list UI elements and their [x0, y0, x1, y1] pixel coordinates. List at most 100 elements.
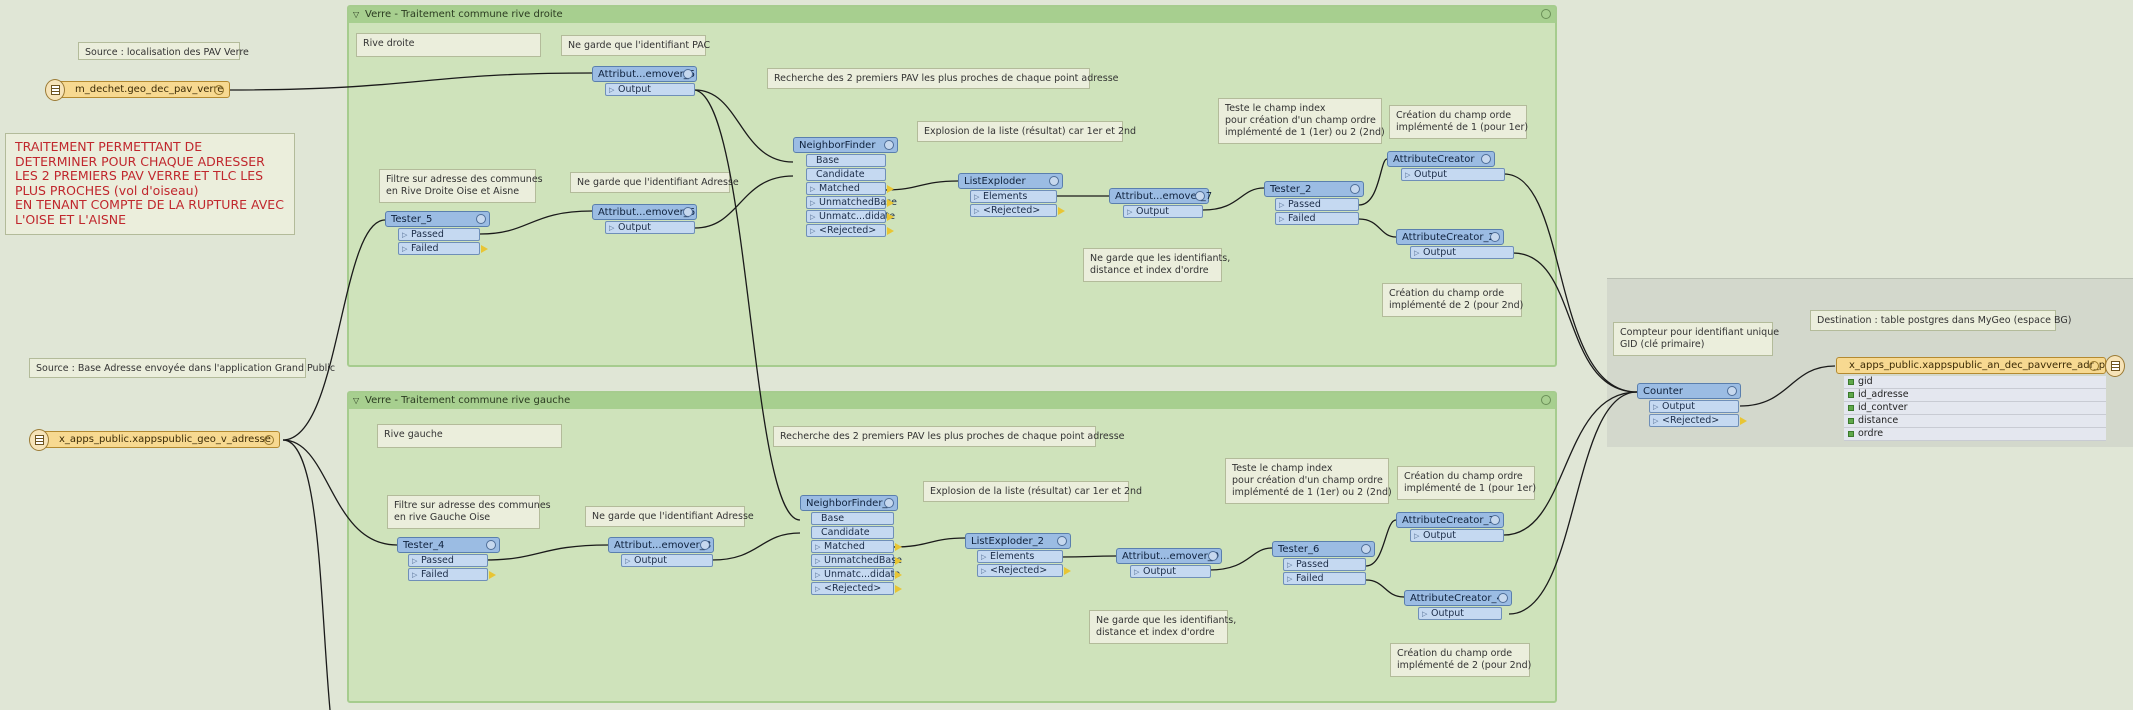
- gear-icon[interactable]: [264, 435, 274, 445]
- port-unmatched-base[interactable]: ▷UnmatchedBase: [811, 554, 902, 567]
- annotation-ordre1-gauche[interactable]: Création du champ ordre implémenté de 1 …: [1397, 466, 1536, 500]
- port-output[interactable]: ▷Output: [1130, 565, 1211, 578]
- annotation-compteur[interactable]: Compteur pour identifiant unique GID (cl…: [1613, 322, 1779, 356]
- transformer-header[interactable]: AttributeCreator: [1387, 151, 1495, 167]
- bookmark-header[interactable]: ▽Verre - Traitement commune rive gauche: [349, 393, 1555, 409]
- transformer-attributecreator-4[interactable]: AttributeCreator_4 ▷Output: [1404, 590, 1512, 620]
- annotation-recherche-gauche[interactable]: Recherche des 2 premiers PAV les plus pr…: [773, 426, 1125, 447]
- gear-icon[interactable]: [1490, 515, 1500, 525]
- annotation-main[interactable]: TRAITEMENT PERMETTANT DE DETERMINER POUR…: [5, 133, 295, 235]
- annotation-filtre-droite[interactable]: Filtre sur adresse des communes en Rive …: [379, 169, 543, 203]
- feature-type-header[interactable]: m_dechet.geo_dec_pav_verre: [45, 79, 230, 101]
- port-output[interactable]: ▷Output: [1418, 607, 1502, 620]
- gear-icon[interactable]: [884, 140, 894, 150]
- port-base[interactable]: Base: [806, 154, 886, 167]
- port-output[interactable]: ▷Output: [1123, 205, 1203, 218]
- gear-icon[interactable]: [1541, 395, 1551, 405]
- transformer-tester-6[interactable]: Tester_6 ▷Passed ▷Failed: [1272, 541, 1375, 585]
- transformer-header[interactable]: NeighborFinder: [793, 137, 898, 153]
- port-rejected[interactable]: ▷<Rejected>: [970, 204, 1065, 217]
- port-rejected[interactable]: ▷<Rejected>: [1649, 414, 1747, 427]
- annotation-ordre2-droite[interactable]: Création du champ orde implémenté de 2 (…: [1382, 283, 1523, 317]
- annotation-garde-gauche[interactable]: Ne garde que les identifiants, distance …: [1089, 610, 1236, 644]
- gear-icon[interactable]: [1049, 176, 1059, 186]
- port-passed[interactable]: ▷Passed: [408, 554, 488, 567]
- gear-icon[interactable]: [700, 540, 710, 550]
- transformer-header[interactable]: AttributeCreator_4: [1404, 590, 1512, 606]
- annotation-pac[interactable]: Ne garde que l'identifiant PAC: [561, 35, 710, 56]
- transformer-header[interactable]: Tester_4: [397, 537, 500, 553]
- writer-pavverre-adr-proxi[interactable]: x_apps_public.xappspublic_an_dec_pavverr…: [1836, 355, 2125, 441]
- port-unmatched-candidate[interactable]: ▷Unmatc...didate: [811, 568, 902, 581]
- annotation-source-adresse[interactable]: Source : Base Adresse envoyée dans l'app…: [29, 358, 335, 378]
- port-output[interactable]: ▷Output: [1410, 246, 1514, 259]
- transformer-attributeremover-9[interactable]: Attribut...emover_9 ▷Output: [1116, 548, 1222, 578]
- collapse-triangle-icon[interactable]: ▽: [353, 396, 360, 405]
- transformer-listexploder-2[interactable]: ListExploder_2 ▷Elements ▷<Rejected>: [965, 533, 1071, 577]
- transformer-neighborfinder[interactable]: NeighborFinder Base Candidate ▷Matched ▷…: [793, 137, 898, 237]
- port-output[interactable]: ▷Output: [1649, 400, 1739, 413]
- attribute-id-contver[interactable]: id_contver: [1844, 402, 2106, 415]
- gear-icon[interactable]: [1208, 551, 1218, 561]
- transformer-attributeremover-5[interactable]: Attribut...emover_5 ▷Output: [592, 66, 697, 96]
- port-candidate[interactable]: Candidate: [806, 168, 886, 181]
- annotation-adresse-droite[interactable]: Ne garde que l'identifiant Adresse: [570, 172, 739, 193]
- gear-icon[interactable]: [1057, 536, 1067, 546]
- transformer-header[interactable]: NeighborFinder_2: [800, 495, 898, 511]
- port-base[interactable]: Base: [811, 512, 894, 525]
- transformer-neighborfinder-2[interactable]: NeighborFinder_2 Base Candidate ▷Matched…: [800, 495, 902, 595]
- attribute-gid[interactable]: gid: [1844, 376, 2106, 389]
- attribute-id-adresse[interactable]: id_adresse: [1844, 389, 2106, 402]
- transformer-header[interactable]: AttributeCreator_3: [1396, 512, 1504, 528]
- annotation-garde-droite[interactable]: Ne garde que les identifiants, distance …: [1083, 248, 1230, 282]
- transformer-header[interactable]: Tester_5: [385, 211, 490, 227]
- port-rejected[interactable]: ▷<Rejected>: [811, 582, 902, 595]
- transformer-attributecreator-3[interactable]: AttributeCreator_3 ▷Output: [1396, 512, 1504, 542]
- gear-icon[interactable]: [1498, 593, 1508, 603]
- gear-icon[interactable]: [2089, 361, 2099, 371]
- annotation-destination[interactable]: Destination : table postgres dans MyGeo …: [1810, 310, 2071, 331]
- annotation-recherche-droite[interactable]: Recherche des 2 premiers PAV les plus pr…: [767, 68, 1119, 89]
- transformer-header[interactable]: Tester_6: [1272, 541, 1375, 557]
- annotation-ordre1-droite[interactable]: Création du champ orde implémenté de 1 (…: [1389, 105, 1528, 139]
- gear-icon[interactable]: [214, 85, 224, 95]
- gear-icon[interactable]: [1195, 191, 1205, 201]
- annotation-source-pav[interactable]: Source : localisation des PAV Verre: [78, 42, 249, 60]
- bookmark-header[interactable]: ▽Verre - Traitement commune rive droite: [349, 7, 1555, 23]
- transformer-attributeremover-7[interactable]: Attribut...emover_7 ▷Output: [1109, 188, 1212, 218]
- port-matched[interactable]: ▷Matched: [811, 540, 902, 553]
- feature-type-header[interactable]: x_apps_public.xappspublic_an_dec_pavverr…: [1836, 355, 2125, 377]
- attribute-ordre[interactable]: ordre: [1844, 428, 2106, 441]
- collapse-triangle-icon[interactable]: ▽: [353, 10, 360, 19]
- transformer-header[interactable]: AttributeCreator_2: [1396, 229, 1504, 245]
- annotation-teste-droite[interactable]: Teste le champ index pour création d'un …: [1218, 98, 1385, 144]
- transformer-header[interactable]: ListExploder: [958, 173, 1063, 189]
- annotation-filtre-gauche[interactable]: Filtre sur adresse des communes en rive …: [387, 495, 551, 529]
- transformer-tester-5[interactable]: Tester_5 ▷Passed ▷Failed: [385, 211, 490, 255]
- transformer-attributecreator-2[interactable]: AttributeCreator_2 ▷Output: [1396, 229, 1514, 259]
- gear-icon[interactable]: [486, 540, 496, 550]
- transformer-listexploder[interactable]: ListExploder ▷Elements ▷<Rejected>: [958, 173, 1065, 217]
- gear-icon[interactable]: [1481, 154, 1491, 164]
- transformer-header[interactable]: Attribut...emover_6: [592, 204, 697, 220]
- gear-icon[interactable]: [884, 498, 894, 508]
- transformer-header[interactable]: Attribut...emover_8: [608, 537, 714, 553]
- port-unmatched-base[interactable]: ▷UnmatchedBase: [806, 196, 897, 209]
- port-failed[interactable]: ▷Failed: [408, 568, 496, 581]
- port-unmatched-candidate[interactable]: ▷Unmatc...didate: [806, 210, 895, 223]
- port-rejected[interactable]: ▷<Rejected>: [977, 564, 1071, 577]
- gear-icon[interactable]: [1490, 232, 1500, 242]
- gear-icon[interactable]: [1350, 184, 1360, 194]
- port-passed[interactable]: ▷Passed: [1275, 198, 1359, 211]
- reader-adresse[interactable]: x_apps_public.xappspublic_geo_v_adresse: [29, 429, 280, 451]
- gear-icon[interactable]: [683, 207, 693, 217]
- transformer-header[interactable]: Attribut...emover_9: [1116, 548, 1222, 564]
- port-rejected[interactable]: ▷<Rejected>: [806, 224, 894, 237]
- reader-pav-verre[interactable]: m_dechet.geo_dec_pav_verre: [45, 79, 230, 101]
- gear-icon[interactable]: [476, 214, 486, 224]
- transformer-attributecreator[interactable]: AttributeCreator ▷Output: [1387, 151, 1505, 181]
- port-passed[interactable]: ▷Passed: [398, 228, 480, 241]
- transformer-tester-4[interactable]: Tester_4 ▷Passed ▷Failed: [397, 537, 500, 581]
- annotation-rive-droite[interactable]: Rive droite: [356, 33, 541, 57]
- port-output[interactable]: ▷Output: [1401, 168, 1505, 181]
